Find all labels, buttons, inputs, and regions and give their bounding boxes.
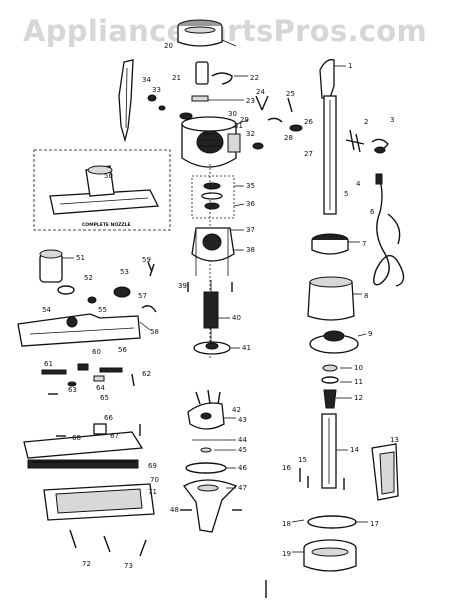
power-cord: [373, 173, 405, 287]
label-10: 10: [354, 364, 363, 372]
label-16: 16: [282, 464, 291, 472]
label-11: 11: [354, 378, 363, 386]
screws-right: [299, 468, 345, 490]
label-47: 47: [238, 484, 247, 492]
label-61: 61: [44, 360, 53, 368]
label-52: 52: [84, 274, 93, 282]
label-30: 30: [228, 110, 237, 118]
inset-caption: COMPLETE NOZZLE: [82, 222, 131, 228]
small-hardware: [48, 95, 303, 598]
leader-lines: [62, 39, 368, 553]
nozzle-parts: [17, 249, 155, 557]
label-48: 48: [170, 506, 179, 514]
watermark: AppliancePartsPros.com: [22, 14, 428, 48]
callout-labels: 20 21 22 23 24 25 26 27 28 29 30 31 32 3…: [42, 42, 399, 570]
label-64: 64: [96, 384, 105, 392]
label-65: 65: [100, 394, 109, 402]
label-42: 42: [232, 406, 241, 414]
label-46: 46: [238, 464, 247, 472]
label-43: 43: [238, 416, 247, 424]
fan-housing: [183, 402, 238, 533]
label-26: 26: [304, 118, 313, 126]
label-4: 4: [356, 180, 361, 188]
label-72: 72: [82, 560, 91, 568]
label-56: 56: [118, 346, 127, 354]
label-22: 22: [250, 74, 259, 82]
top-cap: [177, 19, 223, 47]
label-66: 66: [104, 414, 113, 422]
label-33: 33: [152, 86, 161, 94]
label-9: 9: [368, 330, 372, 338]
extension-wand: [321, 413, 337, 489]
complete-nozzle-inset: COMPLETE NOZZLE: [33, 149, 171, 231]
label-34: 34: [142, 76, 151, 84]
label-8: 8: [364, 292, 368, 300]
label-69: 69: [148, 462, 157, 470]
label-17: 17: [370, 520, 379, 528]
label-59: 59: [142, 256, 151, 264]
bag-housing: [371, 443, 399, 501]
label-23: 23: [246, 97, 255, 105]
label-73: 73: [124, 562, 133, 570]
handle-grip: [118, 59, 134, 143]
label-15: 15: [298, 456, 307, 464]
label-45: 45: [238, 446, 247, 454]
motor-assembly: [191, 164, 235, 360]
label-39: 39: [178, 282, 187, 290]
base-rings: [303, 515, 357, 572]
label-68: 68: [72, 434, 81, 442]
filter-stack: [307, 233, 359, 409]
label-27: 27: [304, 150, 313, 158]
label-18: 18: [282, 520, 291, 528]
label-55: 55: [98, 306, 107, 314]
label-41: 41: [242, 344, 251, 352]
label-71: 71: [148, 488, 157, 496]
label-62: 62: [142, 370, 151, 378]
label-5: 5: [344, 190, 348, 198]
label-38: 38: [246, 246, 255, 254]
label-67: 67: [110, 432, 119, 440]
label-36: 36: [246, 200, 255, 208]
label-6: 6: [370, 208, 375, 216]
motor-housing: [181, 116, 241, 168]
label-13: 13: [390, 436, 399, 444]
label-58: 58: [150, 328, 159, 336]
label-70: 70: [150, 476, 159, 484]
label-35: 35: [246, 182, 255, 190]
label-7: 7: [362, 240, 366, 248]
handle-tube: [319, 59, 337, 215]
label-20: 20: [164, 42, 173, 50]
armature: [203, 280, 219, 342]
switch-parts: [147, 61, 233, 120]
label-21: 21: [172, 74, 181, 82]
label-44: 44: [238, 436, 247, 444]
label-51: 51: [76, 254, 85, 262]
label-54: 54: [42, 306, 51, 314]
label-53: 53: [120, 268, 129, 276]
label-50: 50: [104, 172, 113, 180]
label-60: 60: [92, 348, 101, 356]
label-57: 57: [138, 292, 147, 300]
label-25: 25: [286, 90, 295, 98]
label-1: 1: [348, 62, 352, 70]
fan: [193, 341, 231, 355]
label-29: 29: [240, 116, 249, 124]
label-37: 37: [246, 226, 255, 234]
label-14: 14: [350, 446, 359, 454]
label-19: 19: [282, 550, 291, 558]
label-2: 2: [364, 118, 368, 126]
label-32: 32: [246, 130, 255, 138]
label-63: 63: [68, 386, 77, 394]
label-31: 31: [234, 122, 243, 130]
label-12: 12: [354, 394, 363, 402]
label-24: 24: [256, 88, 265, 96]
cord-clips: [345, 129, 389, 154]
label-28: 28: [284, 134, 293, 142]
label-3: 3: [390, 116, 394, 124]
label-40: 40: [232, 314, 241, 322]
